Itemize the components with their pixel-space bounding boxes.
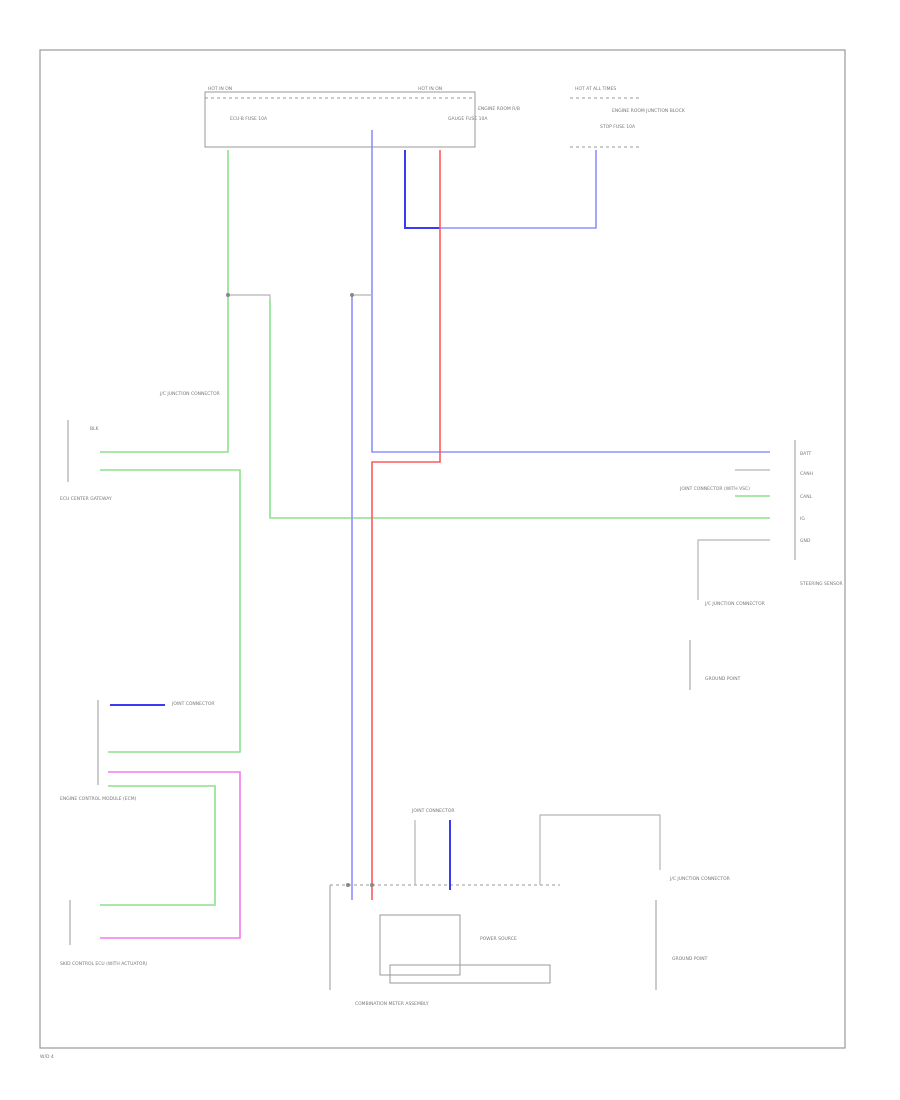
fuse-right-label: HOT AT ALL TIMES [575, 86, 616, 92]
blue-wire-3 [404, 150, 440, 229]
pin-canh: CANH [800, 471, 813, 477]
fuse-b-label: GAUGE FUSE 10A [448, 116, 488, 122]
wire-code-ecu: BLK [90, 426, 100, 432]
ecu-left-label: ECU CENTER GATEWAY [60, 496, 112, 502]
splice-1 [228, 294, 271, 300]
power-source-box [379, 914, 461, 976]
ground-1-label: GROUND POINT [705, 676, 741, 682]
fuse-mid-label: HOT IN ON [418, 86, 442, 92]
splice-dot-1 [226, 293, 230, 297]
meter-inner-box [389, 964, 551, 984]
blue-wire-1 [371, 130, 770, 453]
module-bottom-left-label: SKID CONTROL ECU (WITH ACTUATOR) [60, 961, 148, 967]
diagram-frame [39, 49, 846, 1049]
fuse-left-label: HOT IN ON [208, 86, 232, 92]
junction-2-label: J/C JUNCTION CONNECTOR [704, 601, 765, 607]
green-wire-2 [100, 300, 229, 453]
module-left-label: ENGINE CONTROL MODULE (ECM) [60, 796, 137, 802]
gray-wire-right [697, 539, 770, 600]
junction-bottom-label: J/C JUNCTION CONNECTOR [669, 876, 730, 882]
junction-1-label: J/C JUNCTION CONNECTOR [159, 391, 220, 397]
splice-dot-3 [346, 883, 350, 887]
power-source-label: POWER SOURCE [480, 936, 517, 942]
bottom-connector-label: JOINT CONNECTOR [411, 808, 455, 814]
pin-ig: IG [800, 516, 805, 522]
gray-wire-bottom-right [539, 814, 661, 885]
fuse-box-right-label: ENGINE ROOM JUNCTION BLOCK [612, 108, 686, 114]
splice-dot-4 [370, 883, 374, 887]
relay-box-label: ENGINE ROOM R/B [478, 106, 520, 112]
pin-batt: BATT [800, 451, 811, 457]
bottom-module-label: COMBINATION METER ASSEMBLY [355, 1001, 429, 1007]
ground-2-label: GROUND POINT [672, 956, 708, 962]
green-wire-4 [100, 469, 241, 753]
fuse-c-label: STOP FUSE 10A [600, 124, 636, 130]
green-wire-3 [269, 300, 770, 519]
green-wire-5 [100, 785, 216, 906]
pin-canl: CANL [800, 494, 813, 500]
footer-label: W/D 4 [40, 1054, 54, 1060]
ecu-right-label: STEERING SENSOR [800, 581, 843, 587]
splice-dot-2 [350, 293, 354, 297]
pink-wire [100, 771, 241, 939]
joint-right-label: JOINT CONNECTOR (WITH VSC) [679, 486, 750, 492]
joint-top-label: JOINT CONNECTOR [171, 701, 215, 707]
fuse-a-label: ECU-B FUSE 10A [230, 116, 268, 122]
pin-gnd: GND [800, 538, 811, 544]
fuse-block [204, 91, 476, 148]
blue-wire-4 [440, 150, 597, 229]
red-wire [371, 150, 441, 900]
